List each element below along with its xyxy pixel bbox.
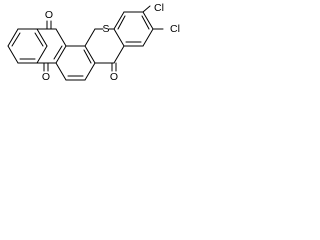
bond-double-inner — [141, 15, 150, 30]
bond — [84, 45, 96, 64]
bond — [113, 45, 125, 64]
oxygen-label-bottom-left: O — [42, 71, 50, 83]
bond — [7, 45, 19, 64]
bond — [55, 45, 67, 64]
bond — [55, 62, 67, 81]
chemical-structure-diagram: O O O S Cl Cl — [7, 2, 180, 83]
bond — [36, 28, 48, 47]
bond — [55, 28, 67, 47]
oxygen-label-bottom-right: O — [110, 71, 118, 83]
bond — [113, 11, 125, 30]
chlorine-label-top: Cl — [154, 2, 164, 14]
bond — [142, 28, 154, 47]
oxygen-label-top: O — [45, 9, 53, 21]
atom-labels: O O O S Cl Cl — [42, 2, 180, 83]
bond — [36, 45, 48, 64]
chlorine-label-right: Cl — [170, 23, 180, 35]
bond-skeleton — [7, 5, 164, 81]
bond-double-inner — [117, 15, 126, 30]
bond — [84, 28, 96, 47]
bond — [113, 28, 125, 47]
bond — [142, 11, 154, 30]
bond-double-inner — [83, 49, 92, 64]
bond-double-inner — [34, 32, 44, 47]
bond — [7, 28, 19, 47]
bond-double-inner — [11, 32, 21, 47]
bond-double-inner — [53, 45, 63, 60]
bond-chlorine — [142, 5, 151, 13]
bond — [84, 62, 96, 81]
sulfur-label: S — [102, 23, 109, 35]
